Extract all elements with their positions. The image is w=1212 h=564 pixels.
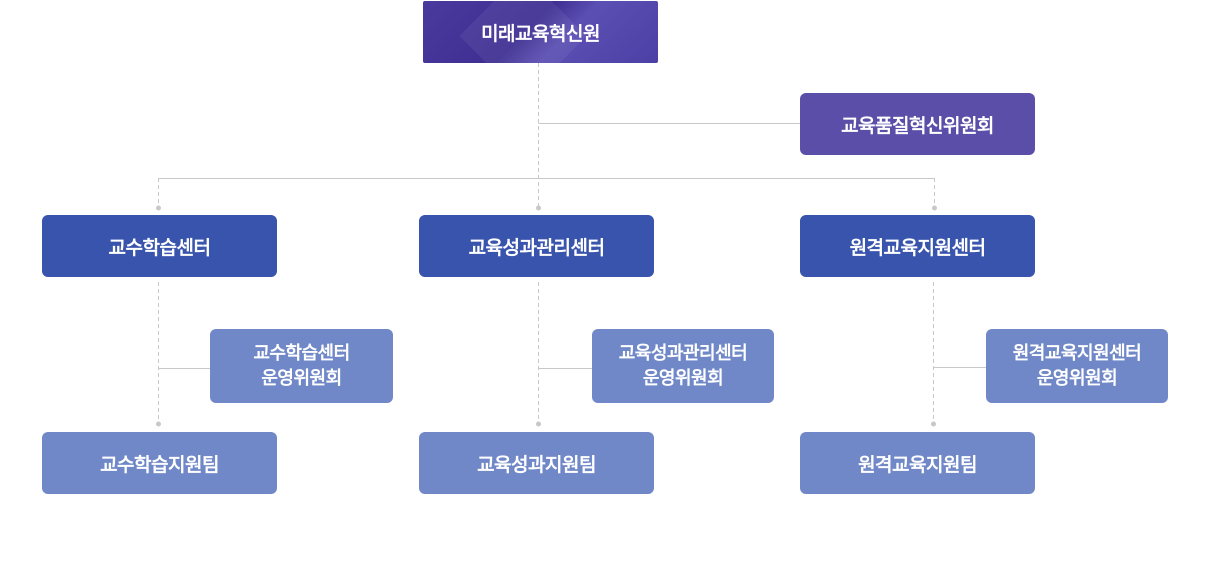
center-node: 교육성과관리센터 <box>419 215 654 277</box>
center-committee-line2: 운영위원회 <box>261 368 342 389</box>
root-node: 미래교육혁신원 <box>423 1 658 63</box>
center-committee-line1: 원격교육지원센터 <box>1012 343 1142 364</box>
center-committee-node: 교육성과관리센터 운영위원회 <box>592 329 774 403</box>
team-label: 원격교육지원팀 <box>858 453 977 476</box>
team-label: 교수학습지원팀 <box>100 453 219 476</box>
team-node: 교수학습지원팀 <box>42 432 277 494</box>
committee-label: 교육품질혁신위원회 <box>841 114 994 137</box>
center-label: 교수학습센터 <box>108 236 211 259</box>
team-node: 원격교육지원팀 <box>800 432 1035 494</box>
center-label: 교육성과관리센터 <box>468 236 605 259</box>
center-committee-line2: 운영위원회 <box>1036 368 1118 389</box>
center-committee-line1: 교수학습센터 <box>253 343 350 364</box>
center-committee-line2: 운영위원회 <box>642 368 724 389</box>
center-committee-node: 원격교육지원센터 운영위원회 <box>986 329 1168 403</box>
team-label: 교육성과지원팀 <box>477 453 596 476</box>
root-label: 미래교육혁신원 <box>481 22 600 45</box>
team-node: 교육성과지원팀 <box>419 432 654 494</box>
center-committee-line1: 교육성과관리센터 <box>618 343 748 364</box>
center-label: 원격교육지원센터 <box>849 236 986 259</box>
center-node: 원격교육지원센터 <box>800 215 1035 277</box>
center-node: 교수학습센터 <box>42 215 277 277</box>
committee-node: 교육품질혁신위원회 <box>800 93 1035 155</box>
center-committee-node: 교수학습센터 운영위원회 <box>210 329 393 403</box>
